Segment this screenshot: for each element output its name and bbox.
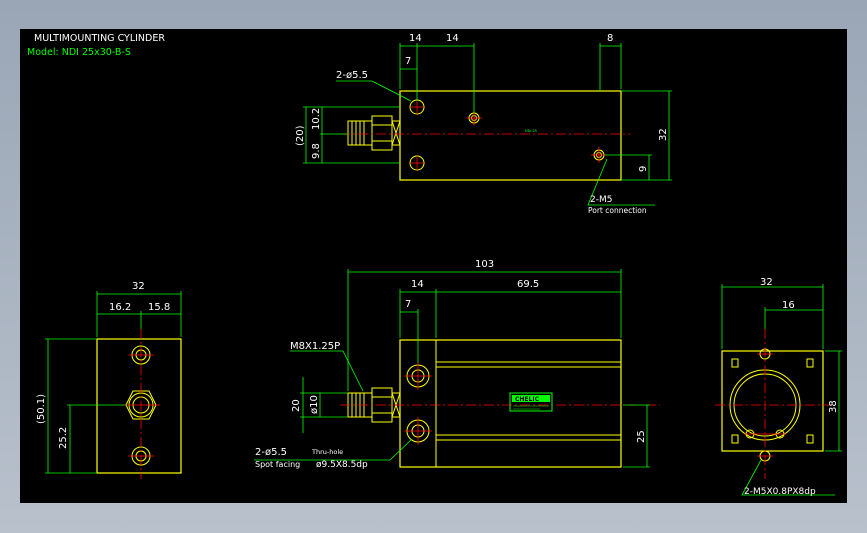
right-dim-16: 16 [782, 300, 795, 311]
left-dim-25-2: 25.2 [58, 427, 69, 449]
front-hole-note: Thru-hole [311, 448, 343, 456]
top-body [399, 90, 622, 181]
left-dim-50-1: (50.1) [36, 394, 47, 424]
left-dim-32: 32 [132, 281, 145, 292]
front-dim-7: 7 [405, 299, 411, 310]
front-view: CHELIC 103 14 69.5 7 M8X1.25P 20 [254, 259, 660, 470]
front-dim-25: 25 [636, 430, 647, 443]
top-hole-label: 2-ø5.5 [336, 70, 368, 81]
right-view: 32 16 38 2-M5X0.8PX8dp [715, 277, 842, 497]
top-nut [371, 115, 393, 151]
top-center-tag: NDI 25 [525, 129, 537, 133]
top-dim-14a: 14 [409, 33, 422, 44]
front-thread-label: M8X1.25P [290, 341, 340, 352]
front-dim-69-5: 69.5 [517, 279, 539, 290]
top-port-label: 2-M5 [590, 195, 612, 205]
front-spot-label: Spot facing [255, 460, 300, 469]
top-dim-7: 7 [405, 56, 411, 67]
front-nameplate [509, 392, 553, 412]
right-dim-32: 32 [760, 277, 773, 288]
top-dim-8: 8 [607, 33, 613, 44]
front-dim-14: 14 [411, 279, 424, 290]
left-dim-16-2: 16.2 [109, 302, 131, 313]
top-dim-14b: 14 [446, 33, 459, 44]
top-dim-32: 32 [658, 128, 669, 141]
top-view: NDI 25 14 14 8 7 2-ø5.5 [295, 33, 672, 215]
right-tap-label: 2-M5X0.8PX8dp [744, 487, 816, 497]
front-hole-label: 2-ø5.5 [255, 447, 287, 458]
front-dim-103: 103 [475, 259, 494, 270]
top-dim-9: 9 [638, 166, 649, 172]
right-dim-38: 38 [828, 400, 839, 413]
top-dim-10-2: 10.2 [311, 108, 322, 130]
left-view: 32 16.2 15.8 (50.1) 25.2 [36, 281, 182, 479]
left-dim-15-8: 15.8 [148, 302, 170, 313]
left-body [96, 338, 182, 474]
top-dim-20-paren: (20) [295, 125, 306, 146]
front-dim-20: 20 [291, 399, 302, 412]
top-dim-9-8: 9.8 [311, 143, 322, 159]
drawing-title: MULTIMOUNTING CYLINDER [34, 33, 165, 44]
front-dim-phi10: ø10 [309, 395, 320, 414]
front-spot-value: ø9.5X8.5dp [316, 460, 368, 470]
right-body [721, 350, 824, 452]
front-nameplate-text: CHELIC [515, 396, 540, 403]
model-label: Model: NDI 25x30-B-S [27, 47, 131, 58]
drawing-canvas: MULTIMOUNTING CYLINDER Model: NDI 25x30-… [20, 29, 847, 503]
top-port-sublabel: Port connection [588, 206, 647, 215]
cad-drawing: MULTIMOUNTING CYLINDER Model: NDI 25x30-… [27, 33, 842, 497]
